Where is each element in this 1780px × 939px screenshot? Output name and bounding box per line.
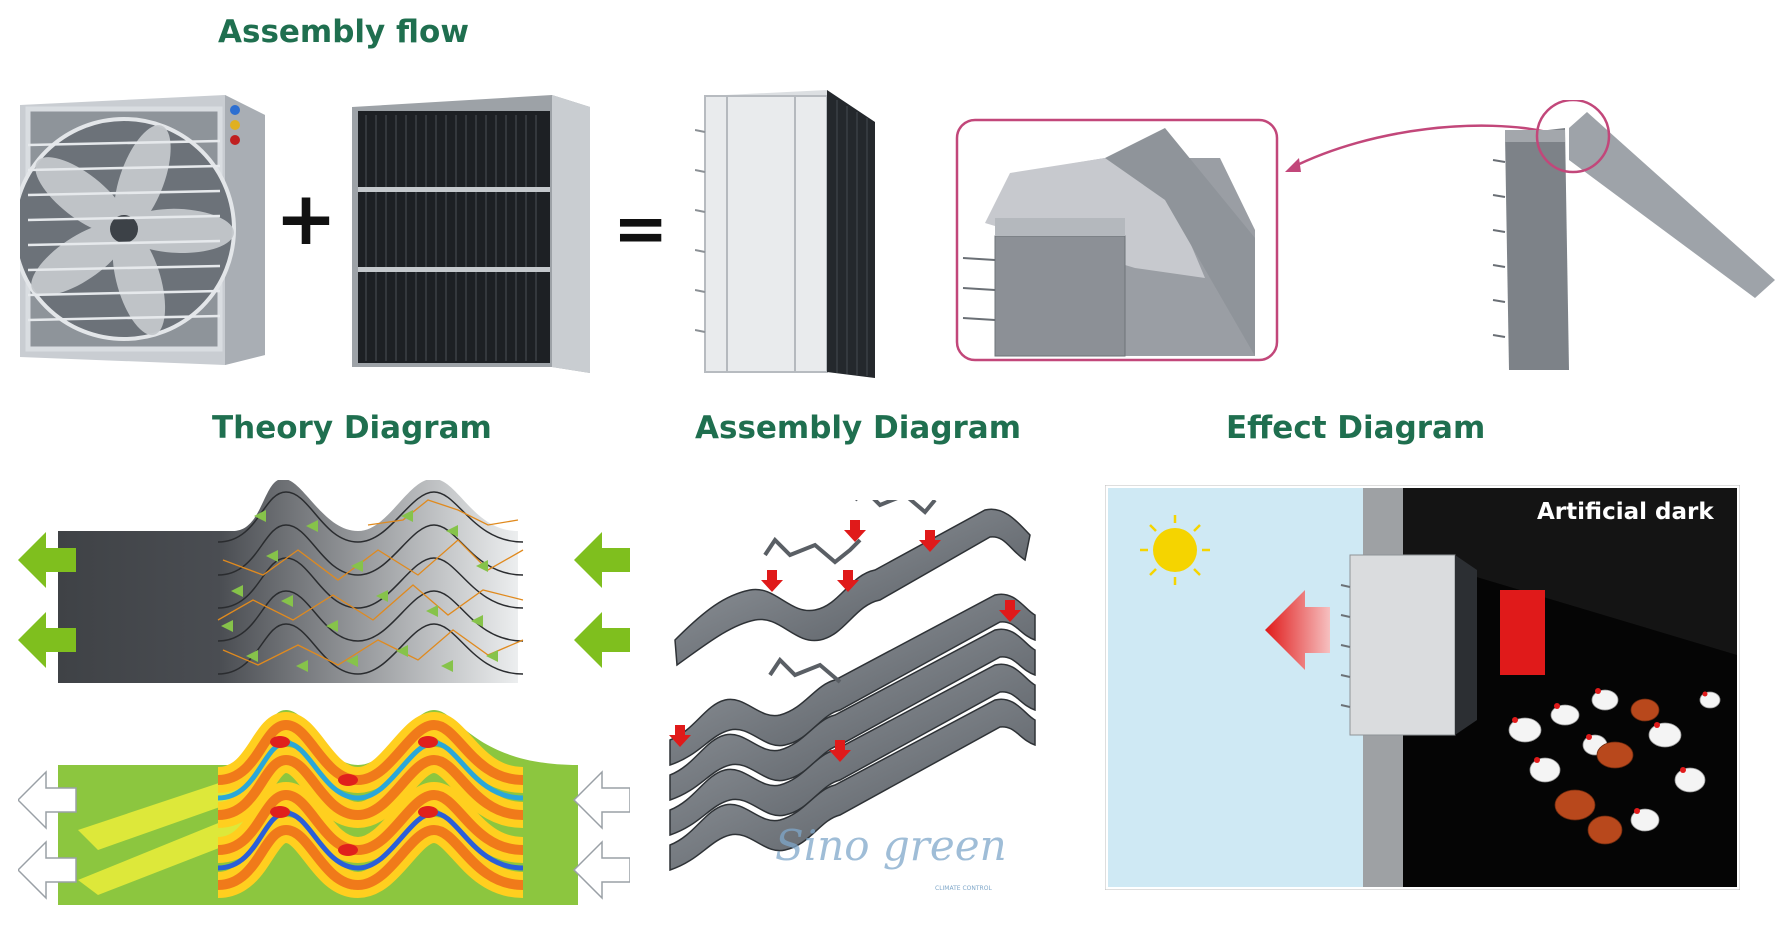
exhaust-fan-image xyxy=(20,95,265,365)
theory-thermal-diagram xyxy=(18,710,630,910)
heading-assembly-flow: Assembly flow xyxy=(218,14,469,50)
heading-theory-diagram: Theory Diagram xyxy=(212,410,492,446)
heading-effect-diagram: Effect Diagram xyxy=(1226,410,1486,446)
sun-icon xyxy=(1153,528,1197,572)
unit-open-hood-image xyxy=(1485,100,1775,372)
assembly-corrugated-diagram: Sino green CLIMATE CONTROL xyxy=(665,500,1045,900)
cooling-pad-image xyxy=(352,95,592,375)
heading-assembly-diagram: Assembly Diagram xyxy=(695,410,1022,446)
theory-airflow-diagram xyxy=(18,480,630,695)
artificial-dark-label: Artificial dark xyxy=(1537,499,1714,525)
plus-symbol: + xyxy=(275,176,338,262)
assembled-unit-image xyxy=(695,90,895,380)
equals-symbol: = xyxy=(613,190,669,267)
effect-diagram: Artificial dark xyxy=(1105,485,1740,890)
airflow-arrow-icon xyxy=(1265,590,1330,670)
watermark-tagline: CLIMATE CONTROL xyxy=(935,885,992,892)
zoom-pointer-arrow xyxy=(1285,118,1555,188)
detail-zoom-panel xyxy=(955,118,1280,363)
watermark-brand: Sino green xyxy=(775,821,1007,870)
chickens-icon xyxy=(1508,688,1721,845)
